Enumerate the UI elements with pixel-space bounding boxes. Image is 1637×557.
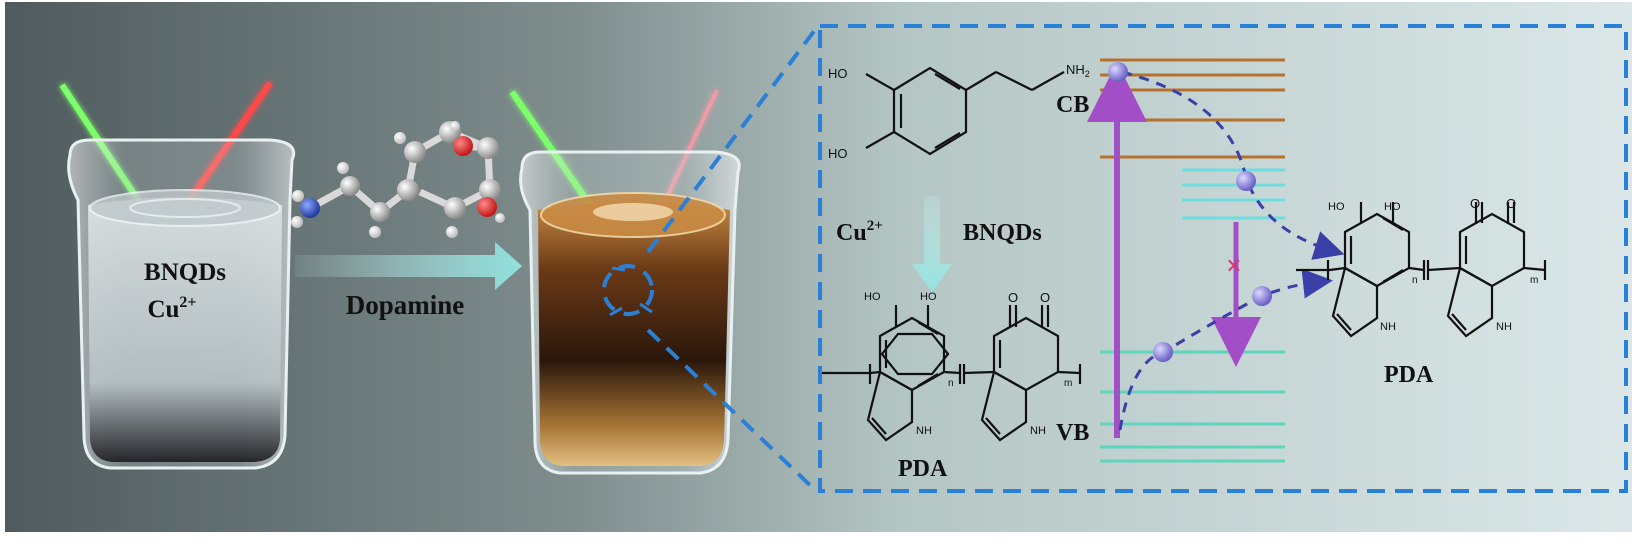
pda-structure-left: [822, 305, 1082, 442]
solution-surface-1: [89, 189, 281, 227]
inset-border: [818, 24, 1628, 493]
pda-right-nh2: NH: [1496, 321, 1512, 333]
zoom-circle: [602, 264, 654, 316]
pda-left-ho2: HO: [920, 291, 937, 303]
reaction-arrow: [295, 242, 522, 290]
zoom-line-bottom: [646, 328, 817, 492]
pda-left-o2: O: [1040, 290, 1050, 305]
beaker-2: [509, 89, 741, 475]
ripple-2: [593, 203, 673, 221]
reagent-bnqds: BNQDs: [963, 220, 1042, 246]
conversion-arrow: [912, 196, 952, 292]
hydrogen-atom: [495, 213, 505, 223]
pda-left-n: n: [948, 378, 954, 389]
ripple-1: [129, 198, 241, 218]
electron-vb: [1153, 342, 1173, 362]
dopamine-ho-bottom: HO: [828, 146, 848, 161]
hydrogen-atom: [337, 162, 349, 174]
cb-label: CB: [1056, 92, 1089, 118]
hydrogen-atom: [446, 226, 458, 238]
pda-left-title: PDA: [898, 456, 948, 482]
nitrogen-atom: [300, 198, 320, 218]
carbon-atom: [397, 179, 419, 201]
pda-right-o2: O: [1506, 196, 1516, 211]
pda-right-ho1: HO: [1328, 201, 1345, 213]
pda-left-m: m: [1064, 378, 1072, 389]
dopamine-atoms: [291, 121, 505, 238]
electron-transfer: [1252, 286, 1272, 306]
electron-transfer-path-bottom: [1118, 268, 1333, 431]
hydrogen-atom: [291, 216, 303, 228]
carbon-atom: [340, 176, 360, 196]
pda-left-nh2: NH: [1030, 425, 1046, 437]
carbon-atom: [370, 202, 390, 222]
pda-right-nh1: NH: [1380, 321, 1396, 333]
pda-right-m: m: [1530, 275, 1538, 286]
electron-lumo: [1236, 171, 1256, 191]
arrow-label-dopamine: Dopamine: [346, 290, 465, 320]
hydrogen-atom: [369, 226, 381, 238]
hydrogen-atom: [394, 132, 406, 144]
pda-left-nh1: NH: [916, 425, 932, 437]
beaker-solution-2: [538, 202, 730, 466]
beaker1-label-bnqds: BNQDs: [144, 259, 226, 286]
lumo-bands: [1182, 168, 1285, 220]
carbon-atom: [404, 141, 426, 163]
beaker-solution-1: [88, 197, 282, 462]
carbon-atom: [479, 179, 501, 201]
pda-left-ho1: HO: [864, 291, 881, 303]
carbon-atom: [444, 197, 466, 219]
reagent-cu: Cu2+: [836, 218, 883, 246]
oxygen-atom: [477, 197, 497, 217]
pda-right-ho2: HO: [1384, 201, 1401, 213]
vb-bands: [1100, 350, 1285, 463]
beaker-1: BNQDs Cu2+: [59, 81, 296, 470]
pda-left-o1: O: [1008, 290, 1018, 305]
pda-structure-right: [1296, 202, 1547, 338]
dopamine-ho-top: HO: [828, 66, 848, 81]
vb-label: VB: [1056, 420, 1089, 446]
pda-right-title: PDA: [1384, 362, 1434, 388]
oxygen-atom: [453, 136, 473, 156]
zoom-line-top: [646, 28, 817, 254]
hydrogen-atom: [292, 190, 304, 202]
hydrogen-atom: [450, 121, 460, 131]
blocked-cross: ×: [1226, 251, 1242, 282]
electron-cb: [1108, 62, 1128, 82]
beaker1-label-cu: Cu2+: [147, 294, 196, 323]
carbon-atom: [477, 137, 499, 159]
pda-right-n: n: [1412, 275, 1418, 286]
dopamine-structure: [865, 66, 1065, 156]
pda-right-o1: O: [1470, 196, 1480, 211]
